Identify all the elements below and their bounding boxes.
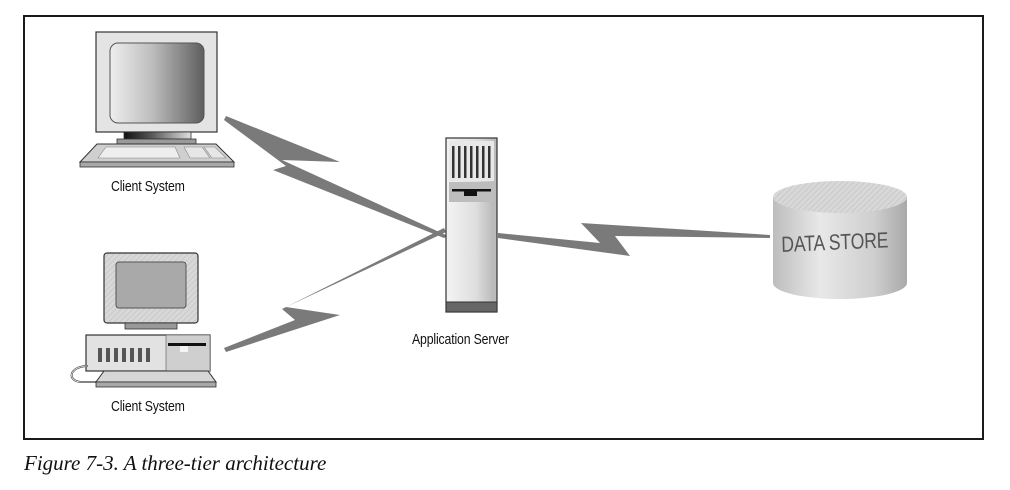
application-server-icon [445, 137, 498, 313]
connector-server-to-datastore [498, 223, 770, 256]
client-system-bottom-icon [70, 252, 217, 388]
data-store-icon [773, 181, 907, 299]
data-store-label: DATA STORE [781, 227, 889, 257]
connector-client-bottom-to-server [224, 228, 446, 352]
application-server-label: Application Server [412, 331, 509, 348]
lightning-bolt-icon [224, 228, 446, 352]
connector-client-top-to-server [224, 116, 448, 238]
figure-caption: Figure 7-3. A three-tier architecture [24, 451, 327, 475]
lightning-bolt-icon [498, 223, 770, 256]
client-system-top-label: Client System [111, 178, 185, 195]
client-system-top-icon [78, 31, 236, 168]
client-system-bottom-label: Client System [111, 398, 185, 415]
lightning-bolt-icon [224, 116, 448, 238]
